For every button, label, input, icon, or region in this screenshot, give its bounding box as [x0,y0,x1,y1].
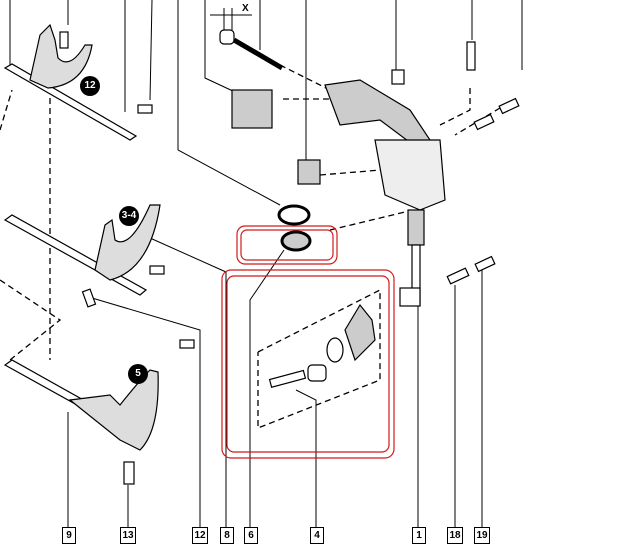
gear-badge-5: 5 [128,364,148,384]
leader-4 [295,389,317,528]
dimension-x-label: X [242,3,249,14]
part-label-4[interactable]: 4 [310,527,324,544]
assembly-dashed-lines [0,64,501,429]
parts [3,23,520,485]
pin-13 [123,461,135,485]
spring [137,104,153,114]
leader-12 [91,297,201,528]
part-label-12[interactable]: 12 [192,527,208,544]
bolt [466,41,476,71]
part-label-18[interactable]: 18 [447,527,463,544]
pin [81,288,97,308]
gear-badge-12: 12 [80,76,100,96]
fork-3-4 [94,204,161,281]
bushing [391,69,405,85]
part-label-13[interactable]: 13 [120,527,136,544]
leader-lines [9,0,523,528]
o-ring-8 [277,204,311,226]
screw [268,369,307,388]
seal-6 [280,230,312,252]
part-label-6[interactable]: 6 [244,527,258,544]
part-label-9[interactable]: 9 [62,527,76,544]
housing-1 [374,139,446,211]
part-label-8[interactable]: 8 [220,527,234,544]
spring [179,339,195,349]
selector-block [231,89,273,129]
fork-5 [68,369,159,451]
leader-6 [249,249,285,528]
spring-4 [326,337,344,363]
ball-joint [219,29,235,45]
bushing-4 [307,364,327,382]
fork-12 [29,23,93,89]
spring-stack [297,159,321,185]
leader-8 [149,237,227,528]
finger-4 [344,303,376,362]
spring [149,265,165,275]
highlight-boxes [221,225,395,459]
part-label-19[interactable]: 19 [474,527,490,544]
dimension-x [210,8,252,30]
gear-badge-3-4: 3-4 [119,206,139,226]
pin-top [59,31,69,49]
part-label-1[interactable]: 1 [412,527,426,544]
